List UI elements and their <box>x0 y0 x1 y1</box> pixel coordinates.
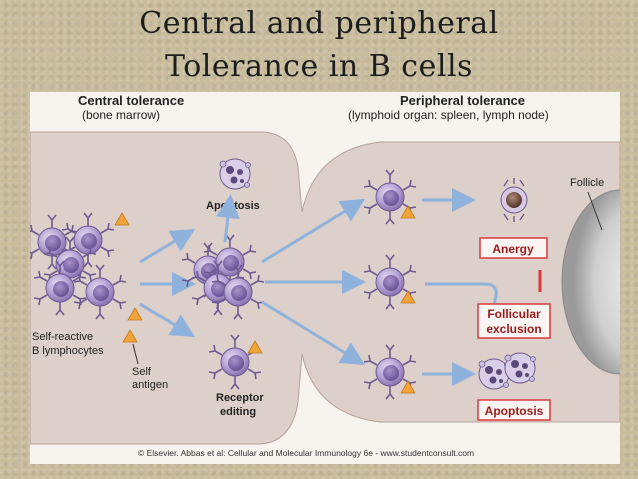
follicular-exclusion-label-1: Follicular <box>487 307 541 321</box>
anergy-label: Anergy <box>492 242 534 256</box>
follicle-label: Follicle <box>570 177 604 189</box>
credit-line: © Elsevier. Abbas et al: Cellular and Mo… <box>138 448 474 458</box>
anergic-cell <box>500 178 528 222</box>
self-antigen-label-2: antigen <box>132 379 168 391</box>
apoptotic-cell <box>219 158 251 190</box>
receptor-editing-label-2: editing <box>220 406 256 418</box>
slide-title-line-2: Tolerance in B cells <box>165 49 473 84</box>
tolerance-diagram: Central tolerance (bone marrow) Peripher… <box>25 92 638 464</box>
apoptosis-label-bottom: Apoptosis <box>485 404 544 418</box>
apoptosis-box <box>477 399 551 421</box>
slide-title-line-1: Central and peripheral <box>139 6 499 41</box>
peripheral-arrows <box>261 198 366 366</box>
peripheral-heading: Peripheral tolerance <box>400 93 525 108</box>
follicle-pointer-line <box>587 191 603 231</box>
central-heading: Central tolerance <box>78 93 184 108</box>
follicular-exclusion-box <box>477 303 551 339</box>
peripheral-subheading: (lymphoid organ: spleen, lymph node) <box>348 108 549 122</box>
self-antigen-label-1: Self <box>132 366 152 378</box>
apoptosis-label-top: Apoptosis <box>206 200 260 212</box>
anergy-box <box>479 237 548 259</box>
outcome-arrows <box>422 188 506 386</box>
tolerance-figure: Central tolerance (bone marrow) Peripher… <box>25 92 638 464</box>
receptor-editing-label-1: Receptor <box>216 392 264 404</box>
central-arrows <box>139 228 196 338</box>
apoptotic-cell <box>478 358 510 390</box>
apoptotic-cell <box>504 352 536 384</box>
follicular-exclusion-label-2: exclusion <box>486 322 541 336</box>
self-reactive-label-2: B lymphocytes <box>32 345 104 357</box>
antigen-pointer-line <box>132 343 139 365</box>
tissue-shape <box>29 131 621 445</box>
arrow-middle-to-apoptosis <box>215 194 240 243</box>
self-reactive-label-1: Self-reactive <box>32 331 93 343</box>
central-subheading: (bone marrow) <box>82 108 160 122</box>
